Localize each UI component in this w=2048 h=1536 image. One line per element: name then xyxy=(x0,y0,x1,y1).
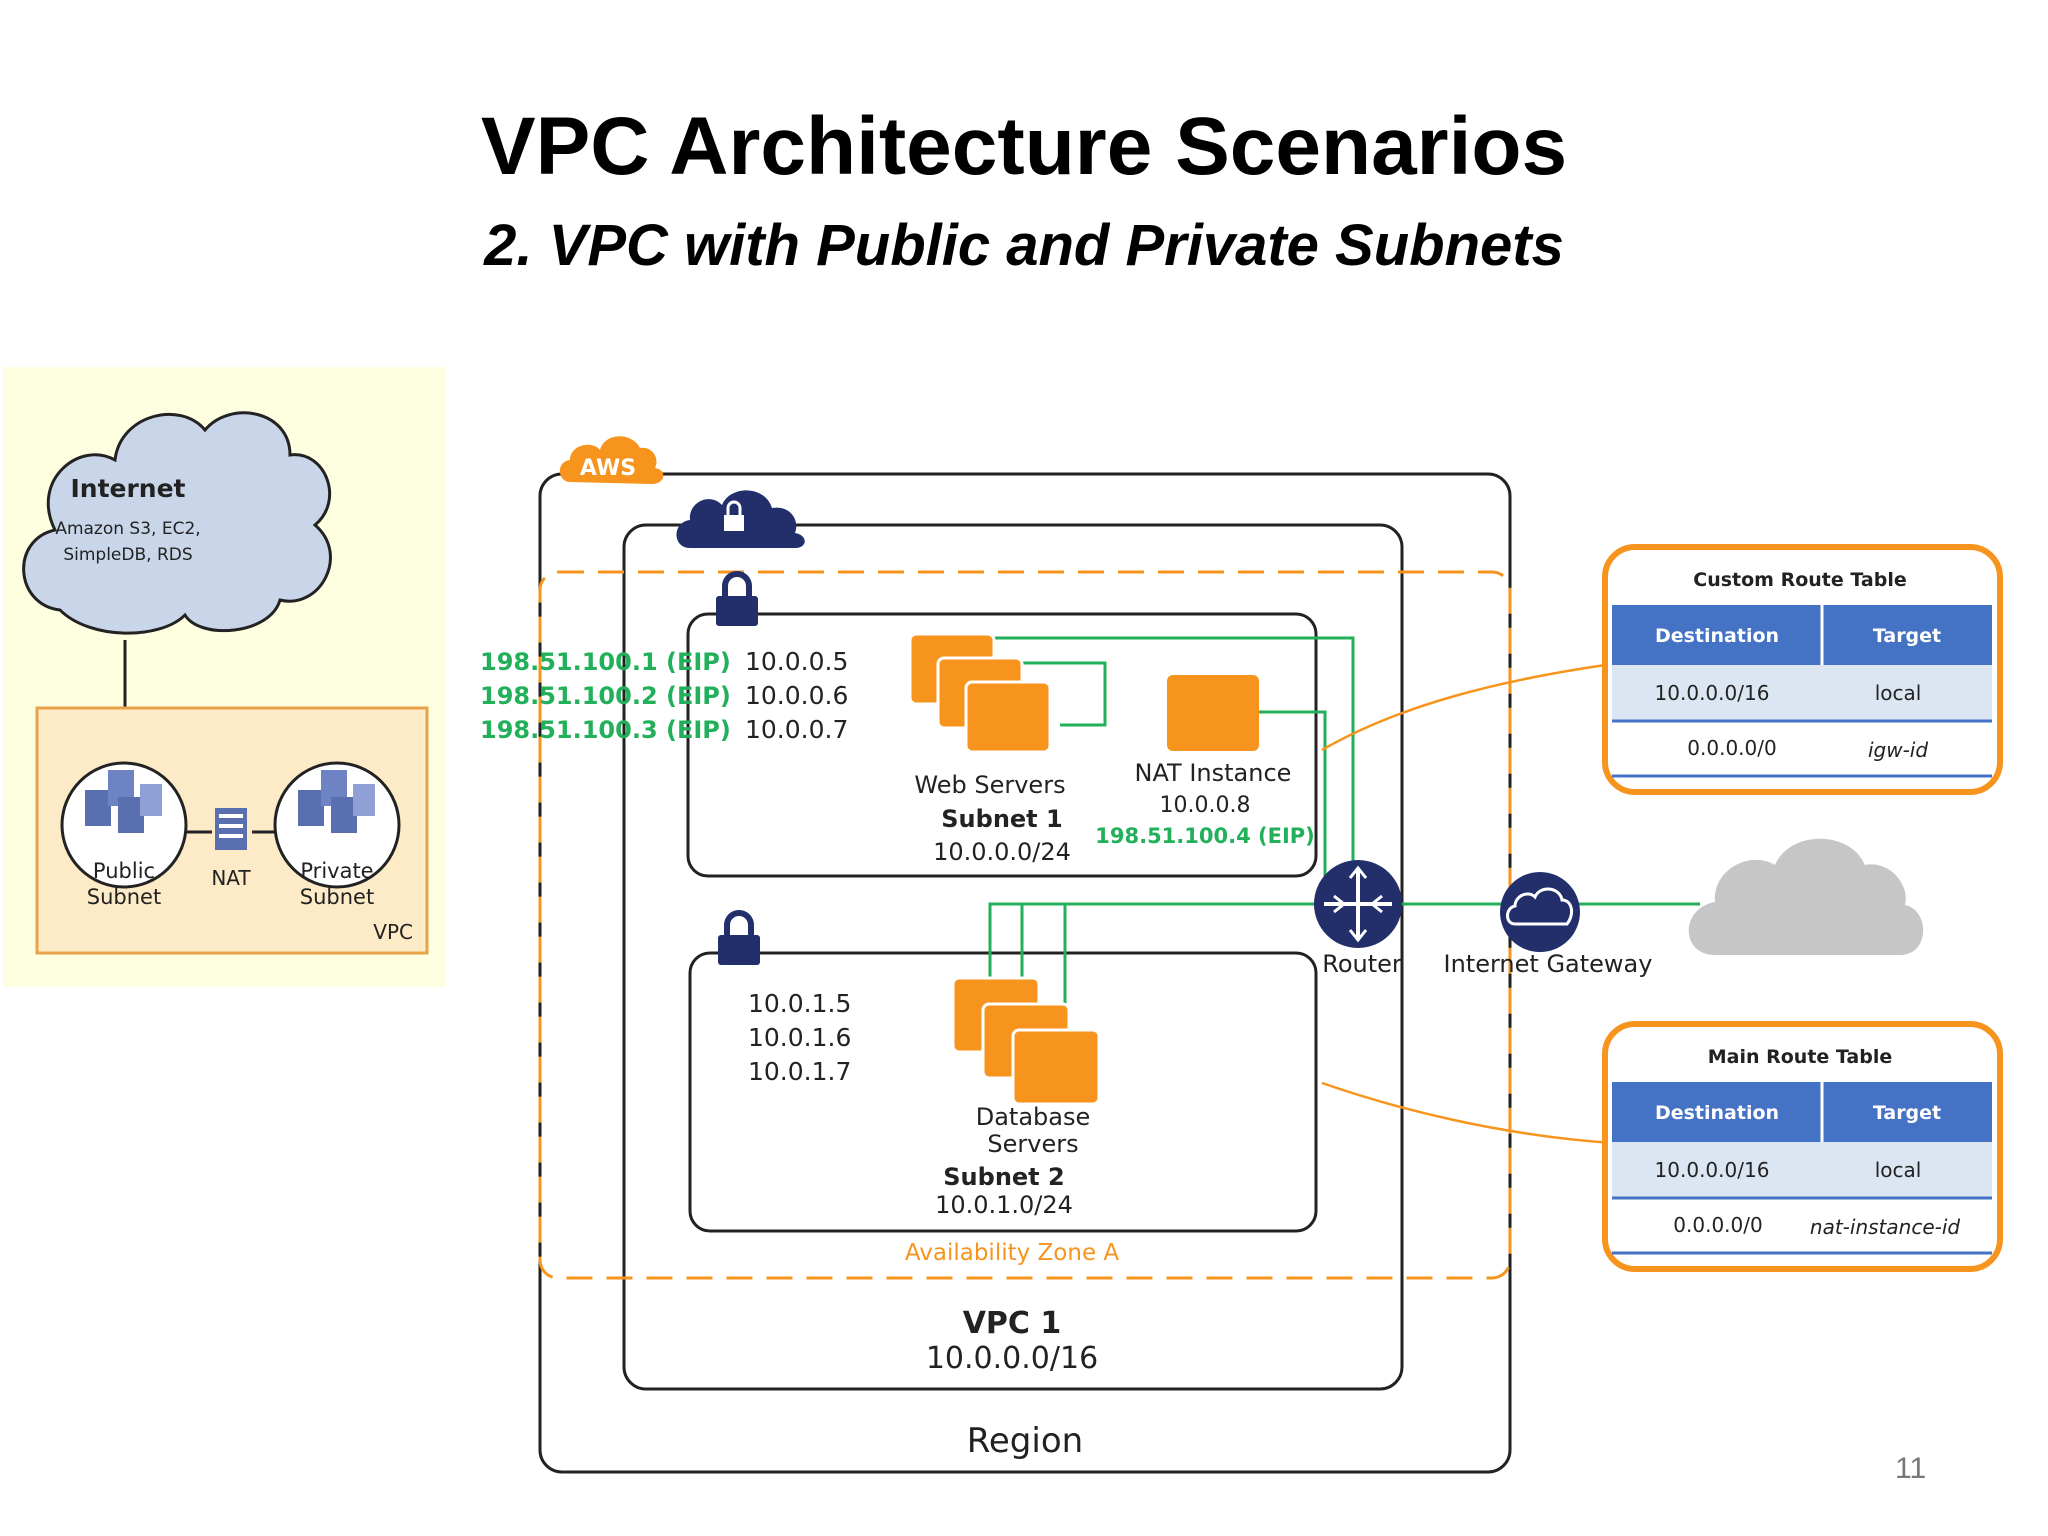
slide-page-number: 11 xyxy=(1895,1452,1927,1485)
aws-badge-label: AWS xyxy=(580,456,636,481)
main-route-table-header-target: Target xyxy=(1873,1102,1941,1124)
internet-title: Internet xyxy=(70,474,185,503)
database-servers-label-line2: Servers xyxy=(987,1130,1078,1158)
database-servers-label-line1: Database xyxy=(976,1103,1091,1131)
nat-instance-icon xyxy=(1167,675,1259,751)
subnet2-box xyxy=(688,951,1318,1233)
web-servers-label: Web Servers xyxy=(914,771,1065,799)
router-label: Router xyxy=(1322,950,1402,978)
internet-cloud-shape xyxy=(22,411,332,635)
internet-gateway-icon xyxy=(1500,872,1580,952)
subnet1-ip-2: 10.0.0.6 xyxy=(745,681,848,710)
custom-route-table-cell: 0.0.0.0/0 xyxy=(1687,736,1776,760)
nat-instance-label: NAT Instance xyxy=(1135,759,1292,787)
main-route-table-cell: local xyxy=(1875,1158,1922,1182)
main-route-table-cell: 0.0.0.0/0 xyxy=(1673,1213,1762,1237)
main-route-table-row xyxy=(1612,1142,1992,1198)
subnet1-eip-1: 198.51.100.1 (EIP) xyxy=(480,648,731,676)
main-route-table-cell: nat-instance-id xyxy=(1810,1215,1960,1239)
custom-route-table-title: Custom Route Table xyxy=(1693,569,1906,591)
custom-route-table-cell: local xyxy=(1875,681,1922,705)
private-servers-icon xyxy=(298,770,375,833)
custom-table-link xyxy=(1321,662,1613,752)
public-subnet-label-line2: Subnet xyxy=(87,885,161,909)
main-route-table-row xyxy=(1612,1201,1992,1251)
public-subnet-label-line1: Public xyxy=(93,859,155,883)
external-internet-cloud-icon xyxy=(1688,838,1924,955)
subnet2-ip-3: 10.0.1.7 xyxy=(748,1057,851,1086)
private-subnet-label-line2: Subnet xyxy=(300,885,374,909)
subnet1-cidr: 10.0.0.0/24 xyxy=(933,838,1071,866)
vpc-architecture-diagram: Region AWS VPC 1 10.0.0.0/16 Availabilit… xyxy=(480,436,1924,1474)
nat-instance-eip: 198.51.100.4 (EIP) xyxy=(1095,824,1315,848)
custom-route-table-row xyxy=(1612,724,1992,774)
subnet1-lock-icon xyxy=(716,571,758,626)
custom-route-table-cell: igw-id xyxy=(1868,738,1928,762)
web-servers-icon xyxy=(908,632,1052,754)
internet-gateway-label: Internet Gateway xyxy=(1444,950,1653,978)
nat-instance-ip: 10.0.0.8 xyxy=(1160,793,1251,818)
subnet1-name: Subnet 1 xyxy=(941,805,1062,833)
router-icon xyxy=(1314,860,1402,948)
custom-route-table-header-destination: Destination xyxy=(1655,625,1779,647)
subnet2-name: Subnet 2 xyxy=(943,1163,1064,1191)
nat-server-icon xyxy=(215,808,247,850)
subnet1-box xyxy=(686,612,1318,878)
subnet1-ip-1: 10.0.0.5 xyxy=(745,647,848,676)
subnet2-cidr: 10.0.1.0/24 xyxy=(935,1191,1073,1219)
subnet2-ip-1: 10.0.1.5 xyxy=(748,989,851,1018)
internet-services-line1: Amazon S3, EC2, xyxy=(55,519,200,539)
custom-route-table-cell: 10.0.0.0/16 xyxy=(1655,681,1770,705)
main-route-table-header-destination: Destination xyxy=(1655,1102,1779,1124)
internet-cloud-icon xyxy=(22,411,332,635)
vpc-cidr: 10.0.0.0/16 xyxy=(926,1341,1098,1376)
availability-zone-label: Availability Zone A xyxy=(905,1240,1120,1266)
public-servers-icon xyxy=(85,770,162,833)
subnet2-lock-icon xyxy=(718,910,760,965)
aws-cloud-icon xyxy=(559,436,664,484)
subnet2-ip-2: 10.0.1.6 xyxy=(748,1023,851,1052)
main-route-table-header-row xyxy=(1612,1082,1992,1142)
vpc-lock-cloud-icon xyxy=(676,490,805,548)
vpc-box xyxy=(622,523,1404,1391)
database-servers-icon xyxy=(951,976,1101,1106)
overview-vpc-label: VPC xyxy=(373,920,413,944)
main-route-table-cell: 10.0.0.0/16 xyxy=(1655,1158,1770,1182)
region-label: Region xyxy=(967,1421,1083,1461)
main-route-table: Main Route Table Destination Target 10.0… xyxy=(1602,1021,2003,1272)
vpc-name: VPC 1 xyxy=(963,1306,1062,1341)
custom-route-table: Custom Route Table Destination Target 10… xyxy=(1602,544,2003,795)
subnet1-eip-3: 198.51.100.3 (EIP) xyxy=(480,716,731,744)
slide-subtitle: 2. VPC with Public and Private Subnets xyxy=(484,213,1564,278)
main-route-table-title: Main Route Table xyxy=(1708,1046,1893,1068)
custom-route-table-row xyxy=(1612,665,1992,721)
main-table-link xyxy=(1321,1081,1613,1145)
private-subnet-label-line1: Private xyxy=(300,859,373,883)
subnet1-ip-3: 10.0.0.7 xyxy=(745,715,848,744)
slide-title: VPC Architecture Scenarios xyxy=(480,101,1568,192)
overview-nat-label: NAT xyxy=(211,866,251,890)
overview-panel: Internet Amazon S3, EC2, SimpleDB, RDS V… xyxy=(3,367,445,987)
subnet1-eip-2: 198.51.100.2 (EIP) xyxy=(480,682,731,710)
internet-services-line2: SimpleDB, RDS xyxy=(63,545,192,565)
custom-route-table-header-row xyxy=(1612,605,1992,665)
custom-route-table-header-target: Target xyxy=(1873,625,1941,647)
